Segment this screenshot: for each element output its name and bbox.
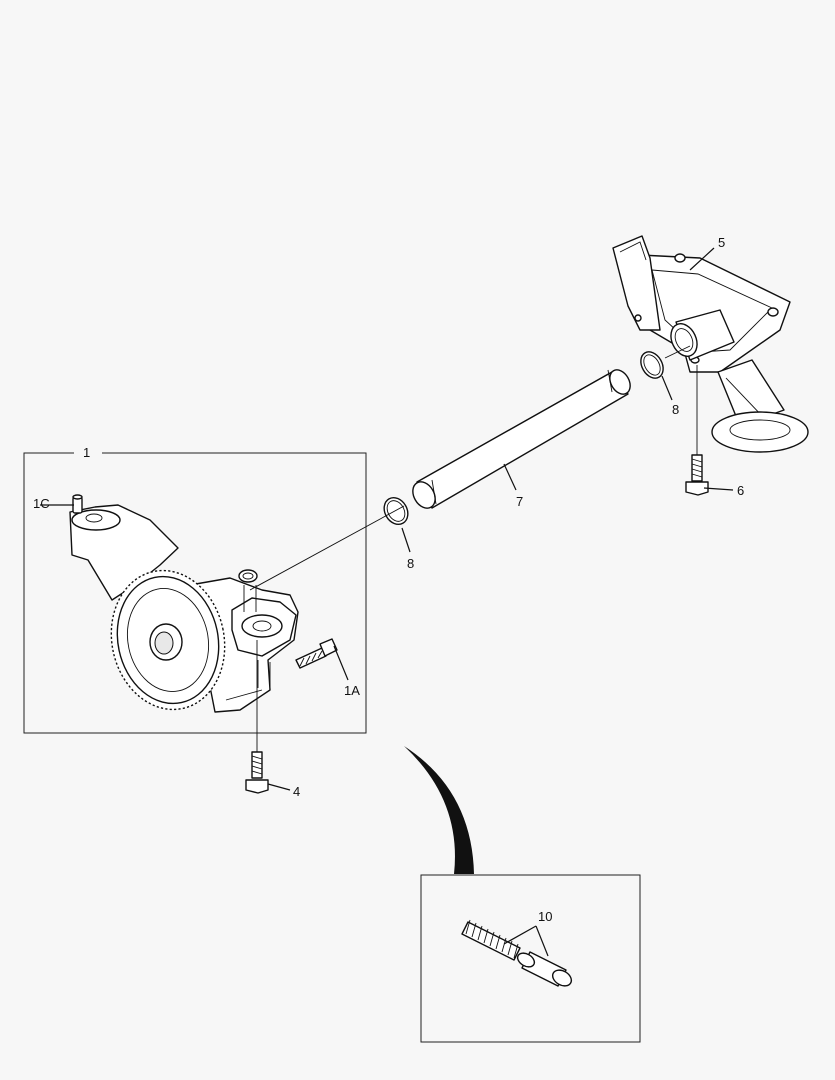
callout-5: 5 [718,235,725,250]
callout-8-upper: 8 [672,402,679,417]
bolt-1a [295,638,338,669]
pump-outlet-seal [238,569,258,583]
callout-4: 4 [293,784,300,799]
callout-8-lower: 8 [407,556,414,571]
o-ring-lower [383,496,409,526]
bolt-6 [685,454,709,496]
relief-valve-detail-frame [420,874,641,1043]
callout-6: 6 [737,483,744,498]
callout-1c: 1C [33,496,50,511]
pump-drive-gear [110,569,226,711]
bolt-4 [245,751,269,794]
callout-7: 7 [516,494,523,509]
pump-assembly-frame [23,452,367,734]
dowel-pin-1c [72,494,83,514]
assembly-guide-lines [249,345,698,752]
oil-strainer-bracket [612,235,809,453]
leader-lines [40,247,734,957]
callout-1: 1 [83,445,90,460]
detail-pointer-arrow [404,746,474,874]
relief-valve-spring [461,919,521,961]
o-ring-upper [640,351,664,379]
callout-10: 10 [538,909,552,924]
callout-labels: 1 1C 1A 4 5 6 7 8 8 10 [33,235,744,924]
callout-1a: 1A [344,683,360,698]
relief-valve-plunger [516,951,573,987]
suction-tube [412,369,631,509]
